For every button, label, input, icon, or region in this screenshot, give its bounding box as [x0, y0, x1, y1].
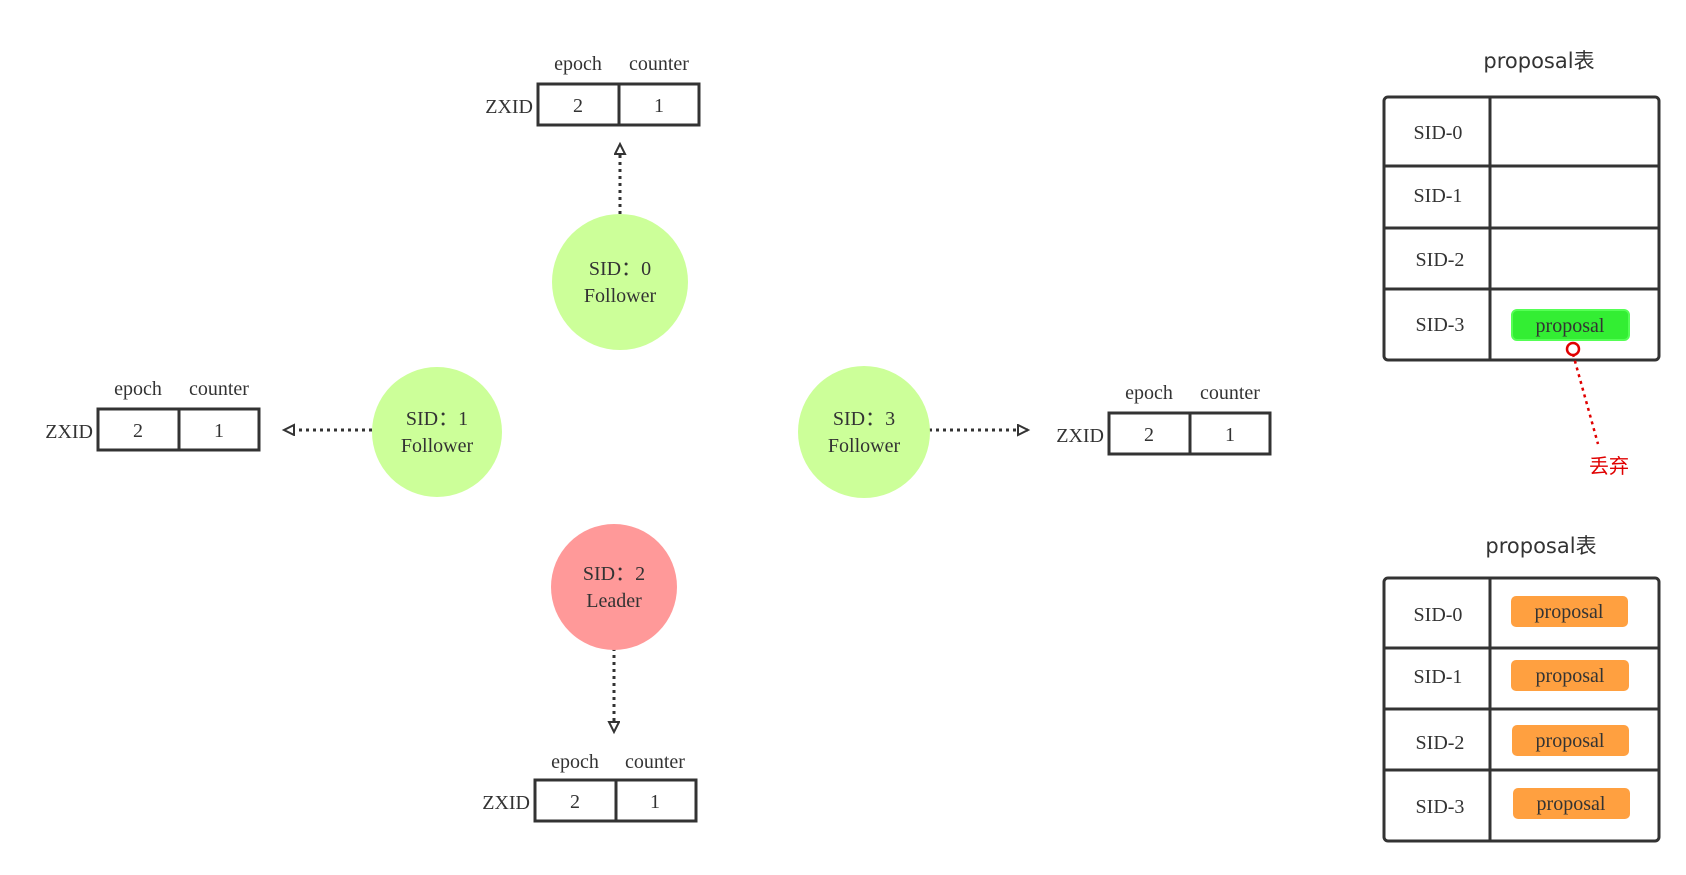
- zxid-box-sid1: epoch counter ZXID 2 1: [45, 378, 261, 452]
- zxid-header-counter: counter: [625, 751, 685, 773]
- proposal-chip: [1513, 788, 1630, 819]
- zxid-counter-cell: [177, 407, 261, 452]
- proposal-chip: [1511, 596, 1628, 627]
- node-role: Follower: [584, 285, 657, 307]
- node-label: SID：3: [833, 408, 895, 430]
- zxid-epoch-value: 2: [573, 95, 583, 117]
- zxid-box-sid0: epoch counter ZXID 2 1: [485, 53, 701, 127]
- table-title: proposal表: [1485, 534, 1596, 558]
- table-row-sid: SID-0: [1414, 122, 1463, 144]
- discard-label: 丢弃: [1589, 454, 1629, 478]
- discard-dot: [1565, 341, 1581, 357]
- proposal-chip-label: proposal: [1536, 665, 1605, 687]
- node-role: Leader: [586, 590, 642, 612]
- node-sid2: SID：2 Leader: [551, 524, 677, 650]
- proposal-chip: [1511, 660, 1629, 691]
- table-row-sid: SID-2: [1416, 732, 1465, 754]
- node-sid0: SID：0 Follower: [552, 214, 688, 350]
- zxid-epoch-cell: [536, 82, 621, 127]
- proposal-chip-label: proposal: [1535, 601, 1604, 623]
- zxid-counter-cell: [1188, 411, 1272, 456]
- proposal-chip-label: proposal: [1536, 730, 1605, 752]
- table-row-sid: SID-2: [1416, 249, 1465, 271]
- node-sid3: SID：3 Follower: [798, 366, 930, 498]
- proposal-chip-label: proposal: [1537, 793, 1606, 815]
- zxid-header-counter: counter: [629, 53, 689, 75]
- zxid-header-counter: counter: [1200, 382, 1260, 404]
- arrows: [284, 144, 1028, 732]
- table-row-sid: SID-3: [1416, 796, 1465, 818]
- zxid-header-epoch: epoch: [114, 378, 162, 400]
- node-circle: [372, 367, 502, 497]
- zxid-header-epoch: epoch: [1125, 382, 1173, 404]
- zxid-counter-value: 1: [1225, 424, 1235, 446]
- proposal-chip: [1512, 725, 1629, 756]
- zxid-counter-cell: [617, 82, 701, 127]
- proposal-chip-label: proposal: [1536, 315, 1605, 337]
- zxid-prefix: ZXID: [1056, 425, 1104, 447]
- table-title: proposal表: [1483, 49, 1594, 73]
- zxid-counter-cell: [614, 778, 698, 823]
- zxid-epoch-value: 2: [1144, 424, 1154, 446]
- zxid-header-counter: counter: [189, 378, 249, 400]
- proposal-table-1: proposal表 SID-0 SID-1 SID-2 SID-3 propos…: [1382, 49, 1661, 478]
- node-circle: [552, 214, 688, 350]
- node-label: SID：2: [583, 563, 645, 585]
- node-role: Follower: [401, 435, 474, 457]
- node-circle: [798, 366, 930, 498]
- zxid-counter-value: 1: [654, 95, 664, 117]
- zxid-epoch-cell: [533, 778, 618, 823]
- proposal-chip: [1511, 309, 1630, 341]
- node-label: SID：1: [406, 408, 468, 430]
- table-row-sid: SID-1: [1414, 666, 1463, 688]
- node-sid1: SID：1 Follower: [372, 367, 502, 497]
- table-row-sid: SID-3: [1416, 314, 1465, 336]
- zxid-header-epoch: epoch: [554, 53, 602, 75]
- zxid-epoch-cell: [96, 407, 181, 452]
- zxid-epoch-value: 2: [570, 791, 580, 813]
- zxid-prefix: ZXID: [482, 792, 530, 814]
- table-row-sid: SID-0: [1414, 604, 1463, 626]
- discard-connector: [1571, 353, 1600, 445]
- node-role: Follower: [828, 435, 901, 457]
- zxid-box-sid3: epoch counter ZXID 2 1: [1056, 382, 1272, 456]
- zxid-epoch-value: 2: [133, 420, 143, 442]
- zxid-header-epoch: epoch: [551, 751, 599, 773]
- zxid-prefix: ZXID: [45, 421, 93, 443]
- table-row-sid: SID-1: [1414, 185, 1463, 207]
- proposal-table-2: proposal表 SID-0 SID-1 SID-2 SID-3 propos…: [1382, 534, 1661, 843]
- zxid-counter-value: 1: [650, 791, 660, 813]
- zxid-box-sid2: epoch counter ZXID 2 1: [482, 751, 698, 823]
- zxid-prefix: ZXID: [485, 96, 533, 118]
- node-circle: [551, 524, 677, 650]
- zxid-counter-value: 1: [214, 420, 224, 442]
- node-label: SID：0: [589, 258, 651, 280]
